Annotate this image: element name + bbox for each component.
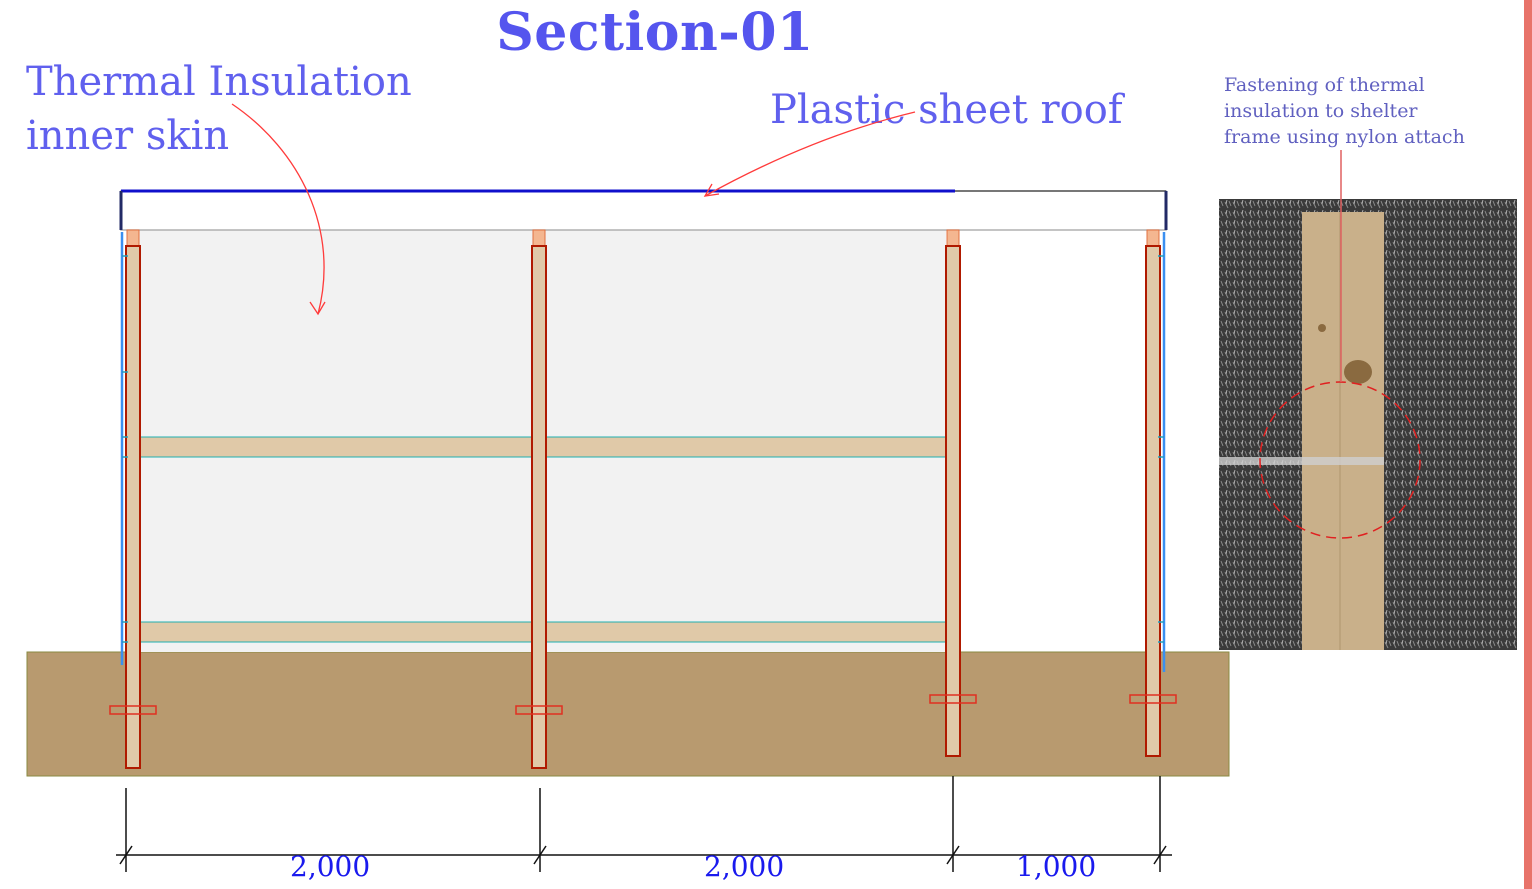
thermal-insulation-label: Thermal Insulation inner skin: [26, 59, 412, 159]
post-3: [929, 229, 977, 757]
dimension-line: [116, 776, 1172, 872]
plastic-roof-label: Plastic sheet roof: [770, 87, 1123, 133]
insulation-arrow: [231, 103, 326, 316]
post-2: [515, 229, 563, 769]
post-4: [1129, 229, 1177, 757]
photo-insulation-fastening: [1219, 150, 1517, 650]
section-title: Section-01: [496, 2, 814, 63]
wall-clips: [122, 255, 1164, 643]
fastening-note-label: Fastening of thermal insulation to shelt…: [1224, 74, 1465, 148]
dimension-1: 2,000: [290, 850, 371, 883]
roof-arrow: [703, 111, 916, 197]
ground: [26, 651, 1230, 777]
dimension-2: 2,000: [704, 850, 785, 883]
dimension-3: 1,000: [1016, 850, 1097, 883]
roof: [119, 189, 1168, 231]
post-1: [109, 229, 157, 769]
slide-edge-bar: [1524, 0, 1532, 889]
